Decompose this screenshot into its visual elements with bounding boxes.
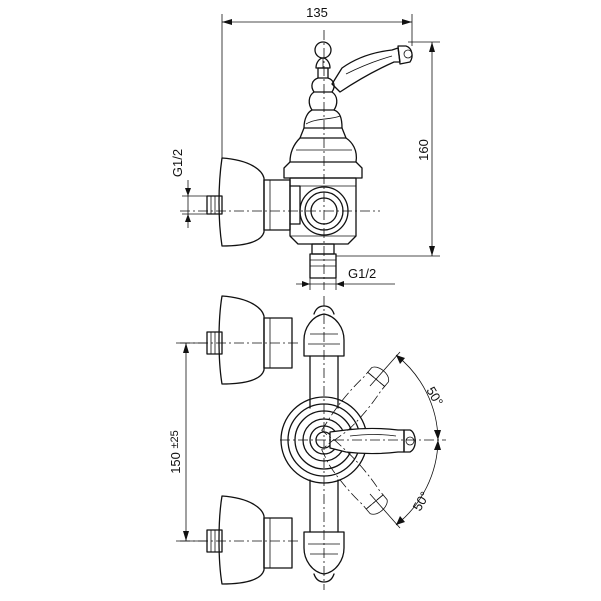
inlet-spacing-label: 150 ±25 bbox=[168, 430, 183, 474]
top-knob bbox=[314, 41, 332, 59]
angle-down-label: 50° bbox=[410, 489, 433, 514]
body-column bbox=[309, 355, 339, 533]
side-inlet-nipple bbox=[206, 195, 223, 215]
angle-up-label: 50° bbox=[423, 384, 446, 409]
width-dimension-label: 135 bbox=[306, 5, 328, 20]
height-dimension: 160 bbox=[336, 41, 440, 257]
inlet-thread-dimension: G1/2 bbox=[170, 149, 207, 228]
lever-ghost-up bbox=[321, 366, 389, 442]
lever-handle bbox=[331, 47, 401, 93]
width-dimension: 135 bbox=[221, 5, 413, 158]
outlet-thread-label: G1/2 bbox=[348, 266, 376, 281]
front-elevation-view bbox=[180, 295, 446, 590]
side-elevation-view bbox=[180, 30, 413, 290]
bottom-outlet-nipple bbox=[311, 243, 335, 255]
wall-flange bbox=[218, 157, 265, 247]
lever-ghost-down bbox=[321, 438, 388, 515]
front-lever-handle bbox=[329, 427, 405, 455]
cartridge-cap bbox=[283, 161, 363, 179]
outlet-thread-dimension: G1/2 bbox=[296, 266, 395, 290]
upper-wall-flange bbox=[218, 295, 265, 385]
side-coupling bbox=[263, 179, 291, 231]
height-dimension-label: 160 bbox=[416, 139, 431, 161]
lower-wall-flange bbox=[218, 495, 265, 585]
inlet-spacing-dimension: 150 ±25 bbox=[168, 342, 207, 542]
inlet-thread-label: G1/2 bbox=[170, 149, 185, 177]
inlet-spacing-tolerance: ±25 bbox=[169, 430, 181, 448]
